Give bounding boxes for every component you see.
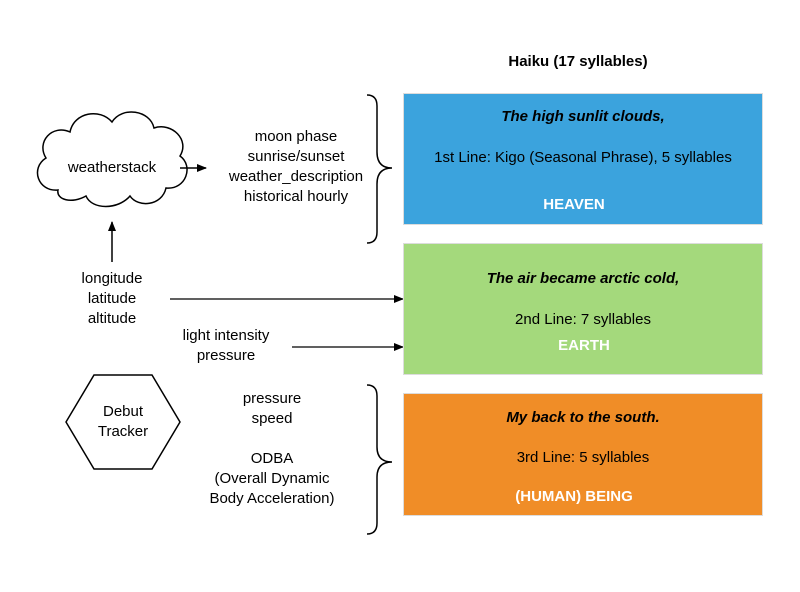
cloud-shape [36, 111, 188, 208]
tracker-field-odba: ODBA [250, 450, 294, 467]
haiku-header: Haiku (17 syllables) [508, 53, 648, 70]
haiku-line-2-poem: The air became arctic cold, [486, 270, 680, 287]
haiku-line-3-description: 3rd Line: 5 syllables [516, 449, 650, 466]
light-fields: light intensity pressure [162, 326, 290, 366]
tracker-label-line1: Debut [102, 403, 144, 420]
position-fields: longitude latitude altitude [62, 269, 162, 329]
cloud-label: weatherstack [67, 159, 157, 176]
weather-field-sunrise-sunset: sunrise/sunset [247, 148, 345, 165]
tracker-fields: pressure speed ODBA (Overall Dynamic Bod… [190, 389, 354, 509]
tracker-label-line2: Tracker [97, 423, 149, 440]
haiku-line-2-tag: EARTH [558, 337, 610, 354]
haiku-line-1-box: The high sunlit clouds, 1st Line: Kigo (… [403, 93, 763, 225]
tracker-field-spacer [190, 429, 354, 449]
haiku-line-3-tag: (HUMAN) BEING [515, 488, 633, 505]
weather-field-historical-hourly: historical hourly [243, 188, 349, 205]
haiku-line-1-poem: The high sunlit clouds, [501, 108, 665, 125]
tracker-hexagon [65, 374, 181, 470]
tracker-field-pressure: pressure [242, 390, 302, 407]
haiku-line-2-box: The air became arctic cold, 2nd Line: 7 … [403, 243, 763, 375]
position-field-altitude: altitude [87, 310, 137, 327]
weather-brace [366, 94, 393, 244]
haiku-line-1-tag: HEAVEN [543, 196, 605, 213]
tracker-field-odba-desc-1: (Overall Dynamic [214, 470, 330, 487]
position-field-latitude: latitude [87, 290, 137, 307]
position-field-longitude: longitude [81, 270, 143, 287]
weather-field-description: weather_description [228, 168, 364, 185]
haiku-line-3-box: My back to the south. 3rd Line: 5 syllab… [403, 393, 763, 516]
weather-fields: moon phase sunrise/sunset weather_descri… [210, 127, 382, 207]
weather-field-moon-phase: moon phase [254, 128, 338, 145]
haiku-line-3-poem: My back to the south. [506, 409, 660, 426]
haiku-line-2-description: 2nd Line: 7 syllables [515, 311, 651, 328]
tracker-brace [366, 384, 393, 535]
tracker-field-speed: speed [251, 410, 293, 427]
light-field-intensity: light intensity [182, 327, 270, 344]
haiku-line-1-description: 1st Line: Kigo (Seasonal Phrase), 5 syll… [434, 149, 732, 166]
tracker-label: Debut Tracker [78, 402, 168, 442]
tracker-field-odba-desc-2: Body Acceleration) [209, 490, 335, 507]
light-field-pressure: pressure [196, 347, 256, 364]
